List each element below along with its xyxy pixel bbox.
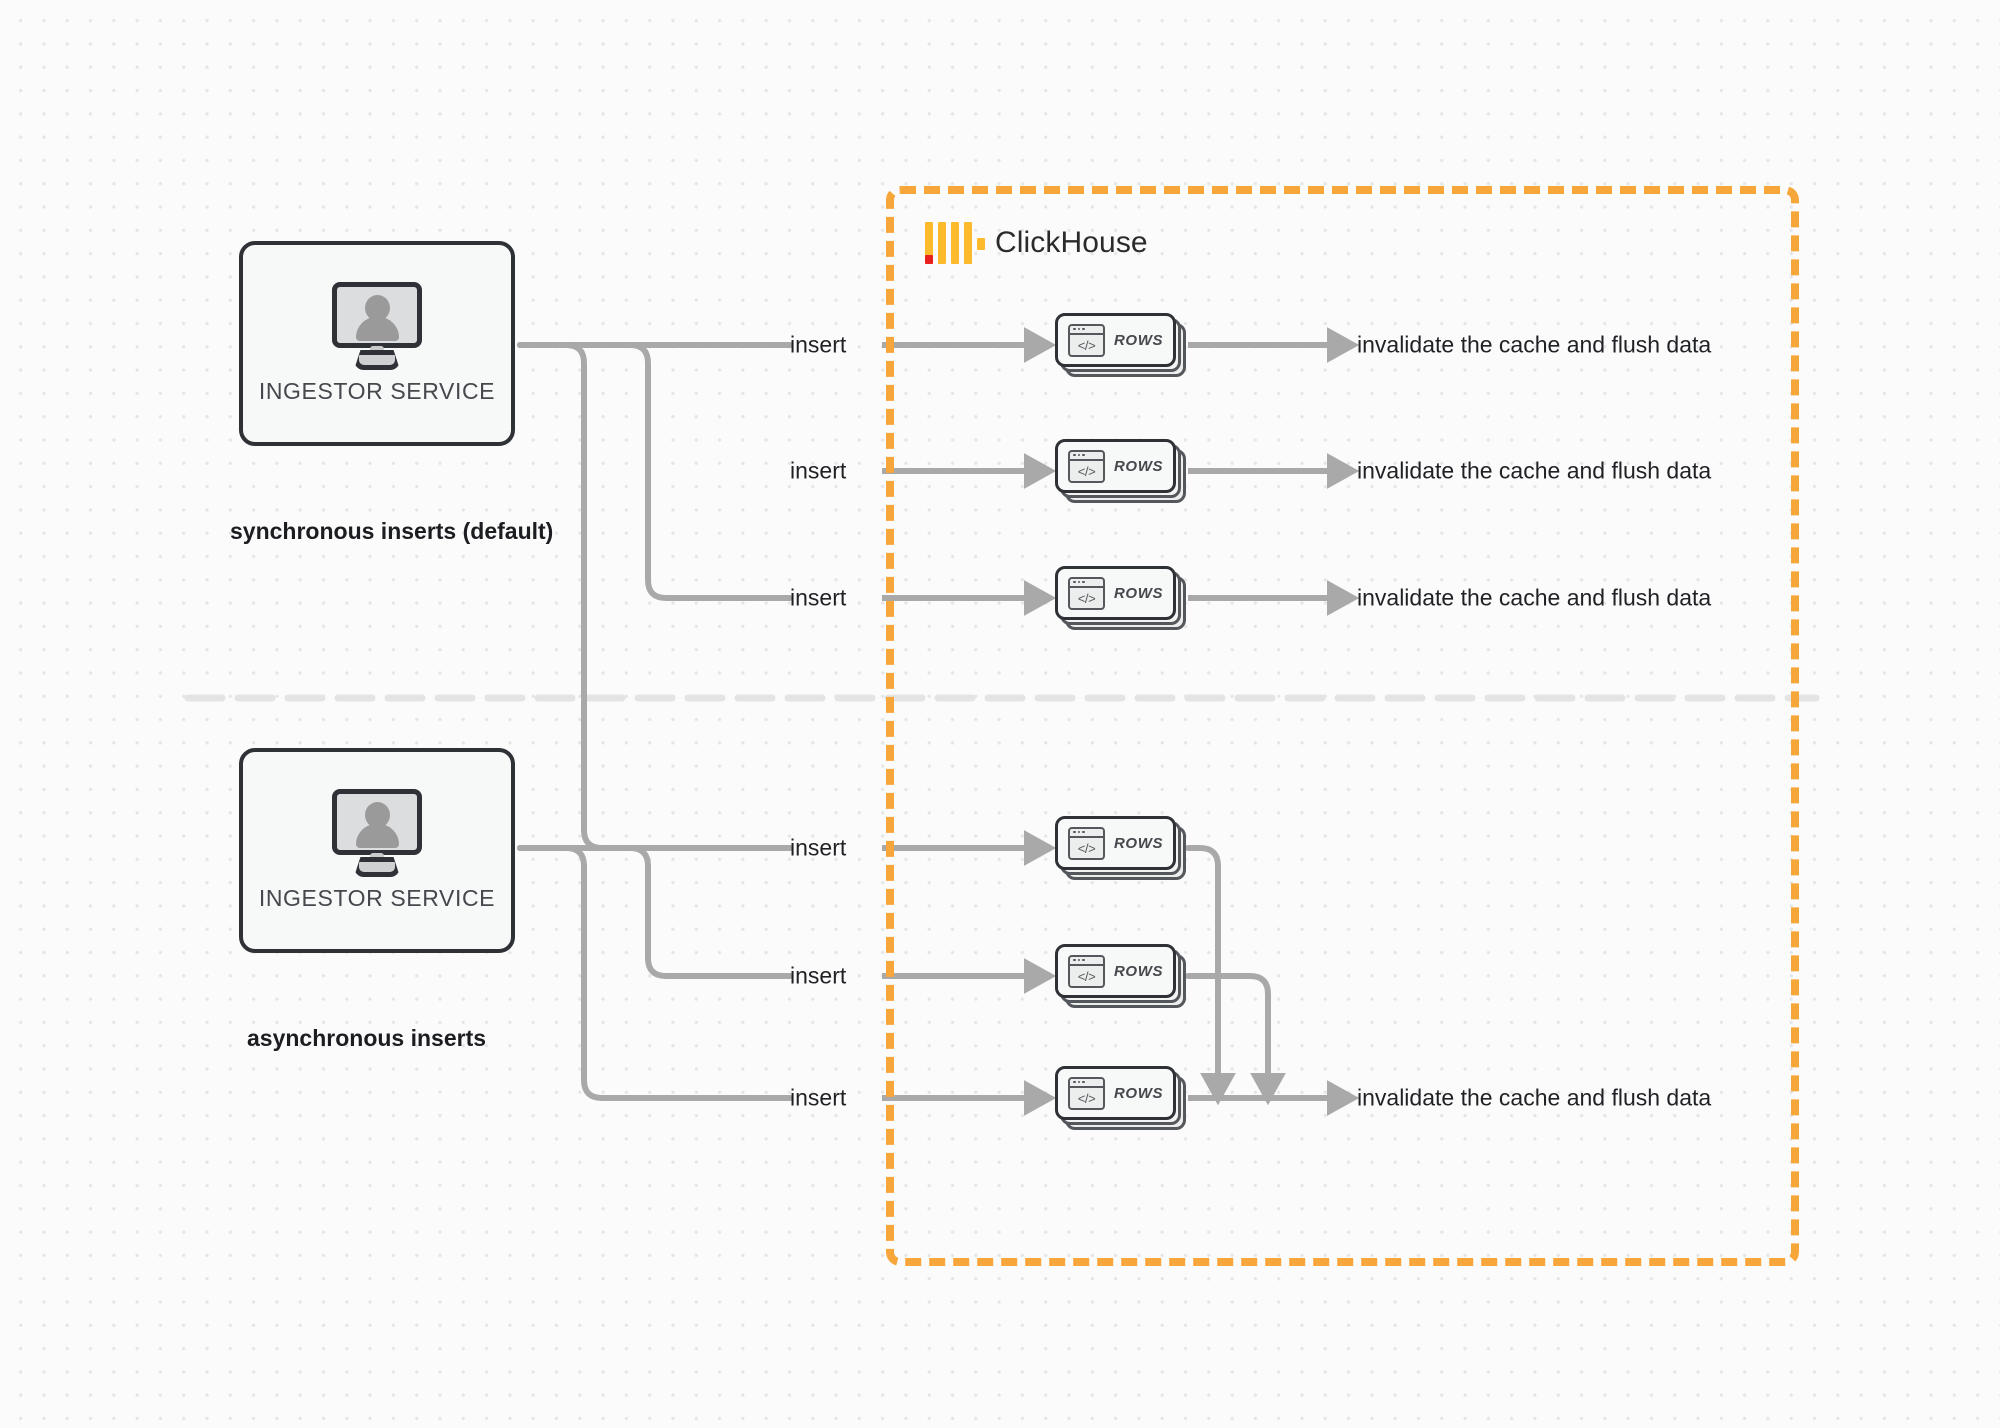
rows-node-async-1-label: ROWS	[1114, 834, 1164, 852]
rows-node-sync-1-label: ROWS	[1114, 331, 1164, 349]
code-window-icon: </>	[1068, 449, 1105, 483]
rows-node-sync-2-label: ROWS	[1114, 457, 1164, 475]
async-branch-connectors	[517, 845, 793, 1101]
section-caption-asynchronous: asynchronous inserts	[247, 1025, 487, 1051]
insert-label-async-2: insert	[790, 962, 847, 989]
clickhouse-boundary-box	[886, 186, 1799, 1266]
code-window-icon: </>	[1068, 576, 1105, 610]
ingestor-service-async[interactable]: INGESTOR SERVICE	[239, 748, 515, 953]
sync-branch-connectors	[517, 342, 793, 851]
insert-label-sync-3: insert	[790, 584, 847, 611]
rows-node-sync-1[interactable]: </> ROWS	[1055, 313, 1186, 377]
code-window-icon: </>	[1068, 323, 1105, 357]
rows-node-async-2-label: ROWS	[1114, 962, 1164, 980]
code-window-icon: </>	[1068, 954, 1105, 988]
insert-label-sync-1: insert	[790, 331, 847, 358]
code-window-icon: </>	[1068, 826, 1105, 860]
monitor-user-icon	[328, 282, 426, 370]
outcome-label-sync-2: invalidate the cache and flush data	[1357, 457, 1712, 484]
rows-node-sync-2[interactable]: </> ROWS	[1055, 439, 1186, 503]
rows-node-async-2[interactable]: </> ROWS	[1055, 944, 1186, 1008]
outcome-label-sync-1: invalidate the cache and flush data	[1357, 331, 1712, 358]
rows-node-async-1[interactable]: </> ROWS	[1055, 816, 1186, 880]
section-caption-synchronous: synchronous inserts (default)	[230, 518, 554, 544]
ingestor-service-async-label: INGESTOR SERVICE	[258, 885, 496, 911]
clickhouse-logo-icon	[925, 222, 985, 264]
outcome-label-async-merged: invalidate the cache and flush data	[1357, 1084, 1712, 1111]
sync-insert-arrows	[882, 326, 1057, 616]
clickhouse-brand: ClickHouse	[925, 222, 1148, 264]
ingestor-service-sync-label: INGESTOR SERVICE	[258, 378, 496, 404]
outcome-label-sync-3: invalidate the cache and flush data	[1357, 584, 1712, 611]
rows-node-sync-3[interactable]: </> ROWS	[1055, 566, 1186, 630]
async-insert-arrows	[882, 829, 1057, 1116]
async-merge-arrows	[1185, 845, 1287, 1106]
clickhouse-wordmark: ClickHouse	[995, 226, 1148, 259]
monitor-user-icon	[328, 789, 426, 877]
insert-label-async-3: insert	[790, 1084, 847, 1111]
code-window-icon: </>	[1068, 1076, 1105, 1110]
ingestor-service-sync[interactable]: INGESTOR SERVICE	[239, 241, 515, 446]
insert-label-async-1: insert	[790, 834, 847, 861]
sync-outcome-arrows	[1188, 326, 1360, 616]
rows-node-async-3-label: ROWS	[1114, 1084, 1164, 1102]
rows-node-async-3[interactable]: </> ROWS	[1055, 1066, 1186, 1130]
rows-node-sync-3-label: ROWS	[1114, 584, 1164, 602]
insert-label-sync-2: insert	[790, 457, 847, 484]
